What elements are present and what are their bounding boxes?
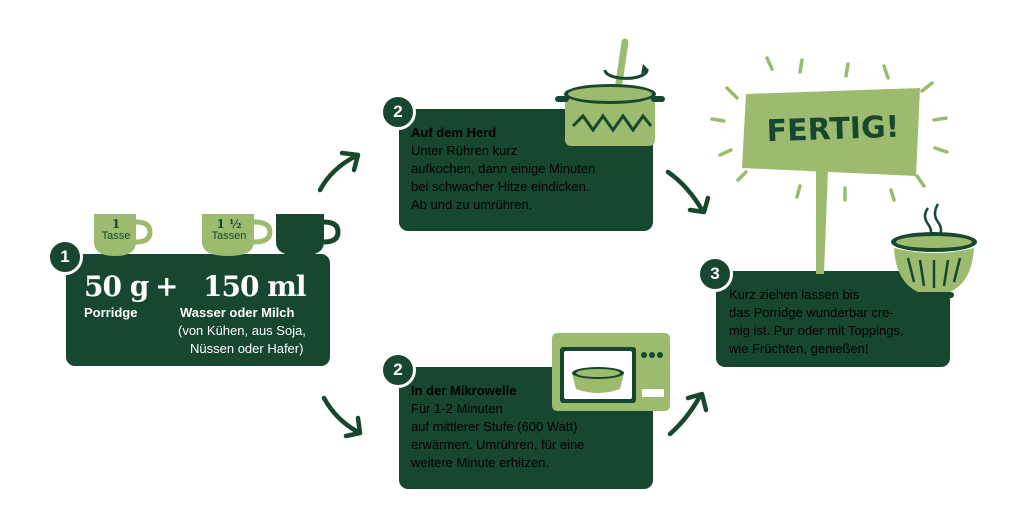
microwave-icon: [552, 333, 670, 411]
step1-box: [66, 254, 330, 366]
cup-3-icon: [276, 214, 341, 256]
cup-1-label: 1 Tasse: [94, 218, 138, 242]
cup-1-unit: Tasse: [101, 230, 131, 242]
step2-stove-badge: 2: [380, 94, 416, 130]
cup-1-icon: [94, 214, 153, 256]
step2-microwave-badge: 2: [380, 352, 416, 388]
pot-icon: [555, 38, 665, 146]
bowl-icon: [891, 203, 977, 298]
step3-text: Kurz ziehen lassen bis das Porridge wund…: [729, 286, 904, 358]
step3-line1: Kurz ziehen lassen bis: [729, 287, 860, 302]
step2-microwave-line4: weitere Minute erhitzen.: [411, 455, 550, 470]
liquid-note-1: (von Kühen, aus Soja,: [178, 323, 306, 338]
sign-board-icon: [742, 88, 920, 176]
step2-stove-line1: Unter Rühren kurz: [411, 143, 518, 158]
liquid-amount: 150 ml: [203, 270, 306, 303]
step1-badge: 1: [47, 239, 83, 275]
step3-line2: das Porridge wunderbar cre-: [729, 305, 894, 320]
step2-microwave-line2: auf mittlerer Stufe (600 Watt): [411, 419, 578, 434]
sign-post-icon: [816, 170, 828, 274]
step2-stove-title: Auf dem Herd: [411, 125, 497, 140]
step2-microwave-title: In der Mikrowelle: [411, 383, 517, 398]
cup-2-icon: [202, 214, 273, 256]
step2-microwave-line1: Für 1-2 Minuten: [411, 401, 503, 416]
step2-microwave-text: In der Mikrowelle Für 1-2 Minuten auf mi…: [411, 382, 584, 472]
cup-1-amount: 1: [111, 217, 121, 231]
cup-2-amount: 1 ½: [216, 217, 242, 231]
step3-line3: mig ist. Pur oder mit Toppings,: [729, 323, 904, 338]
step2-stove-line3: bei schwacher Hitze eindicken.: [411, 179, 590, 194]
cup-2-unit: Tassen: [211, 230, 247, 242]
step2-stove-line4: Ab und zu umrühren.: [411, 197, 533, 212]
porridge-label: Porridge: [84, 305, 138, 320]
step3-line4: wie Früchten, genießen!: [729, 341, 869, 356]
step2-stove-text: Auf dem Herd Unter Rühren kurz aufkochen…: [411, 124, 595, 214]
cup-2-label: 1 ½ Tassen: [202, 218, 256, 242]
porridge-amount: 50 g: [84, 270, 149, 303]
step2-stove-line2: aufkochen, dann einige Minuten: [411, 161, 596, 176]
liquid-note-2: Nüssen oder Hafer): [190, 341, 304, 356]
step2-microwave-line3: erwärmen. Umrühren, für eine: [411, 437, 585, 452]
plus-sign: +: [155, 270, 178, 303]
liquid-label: Wasser oder Milch: [180, 305, 295, 320]
step3-badge: 3: [697, 256, 733, 292]
